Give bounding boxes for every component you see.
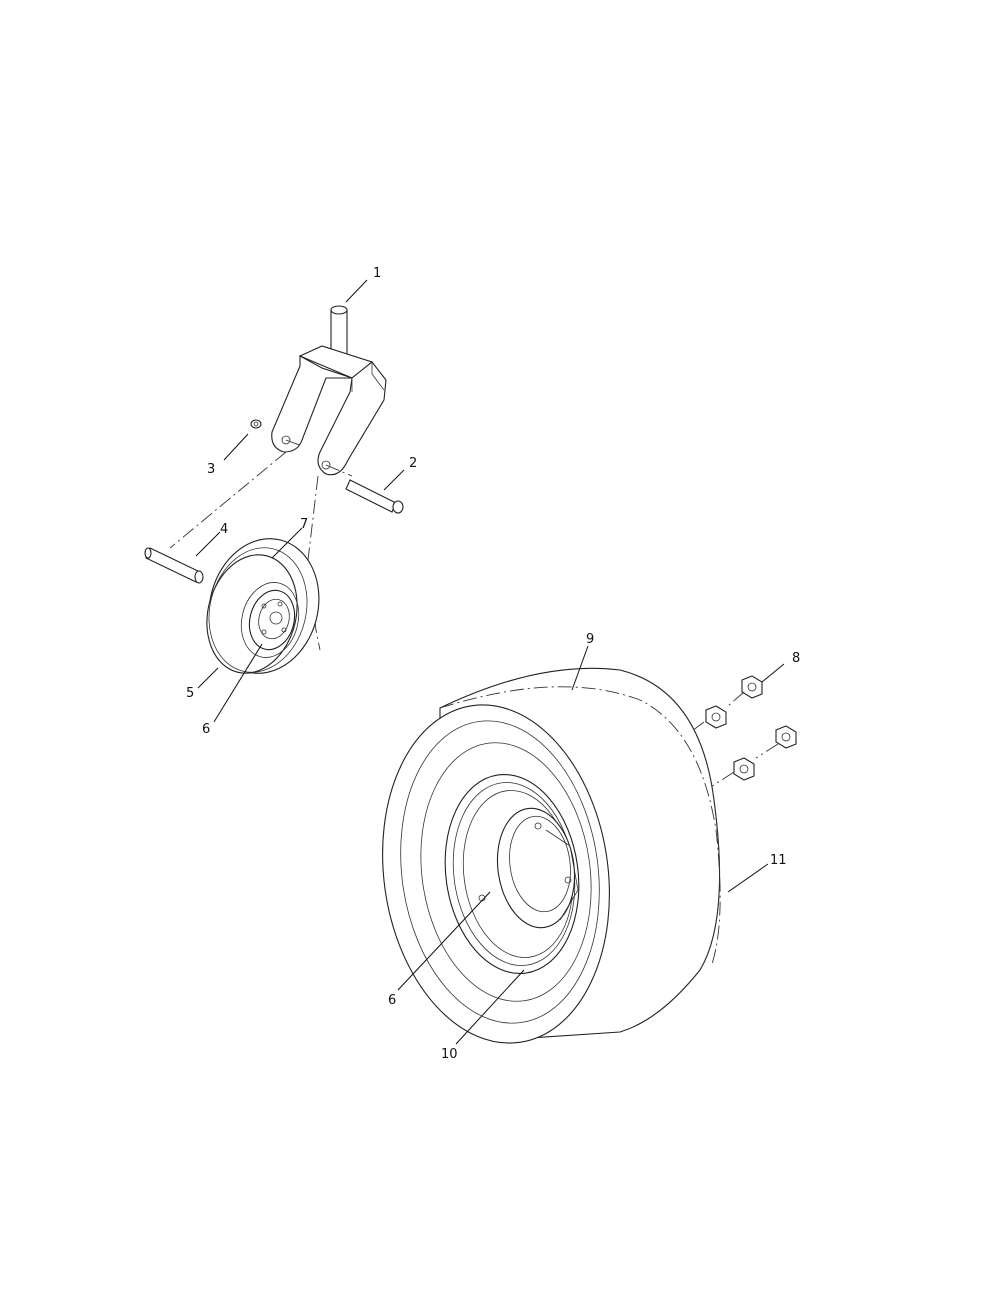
callout-3: 3 bbox=[207, 462, 215, 477]
callout-9: 9 bbox=[586, 632, 594, 647]
alignment-line bbox=[169, 451, 287, 549]
callout-1: 1 bbox=[373, 266, 381, 281]
alignment-line bbox=[307, 475, 321, 651]
fork-bolt bbox=[345, 479, 404, 514]
drive-wheel bbox=[382, 667, 721, 1044]
lug-nuts bbox=[671, 675, 797, 791]
callout-7: 7 bbox=[300, 517, 308, 532]
fork-nut bbox=[250, 419, 262, 429]
axle-spacer bbox=[144, 547, 204, 584]
callout-2: 2 bbox=[409, 456, 417, 471]
leader-lines bbox=[195, 279, 785, 1045]
caster-wheel bbox=[206, 538, 320, 674]
callout-11: 11 bbox=[770, 853, 787, 868]
callout-6-drive: 6 bbox=[388, 993, 396, 1008]
caster-fork bbox=[271, 345, 387, 477]
callout-8: 8 bbox=[792, 651, 800, 666]
callout-6-caster: 6 bbox=[202, 722, 210, 737]
callout-10: 10 bbox=[441, 1047, 458, 1062]
callout-4: 4 bbox=[220, 522, 228, 537]
callout-5: 5 bbox=[186, 686, 194, 701]
